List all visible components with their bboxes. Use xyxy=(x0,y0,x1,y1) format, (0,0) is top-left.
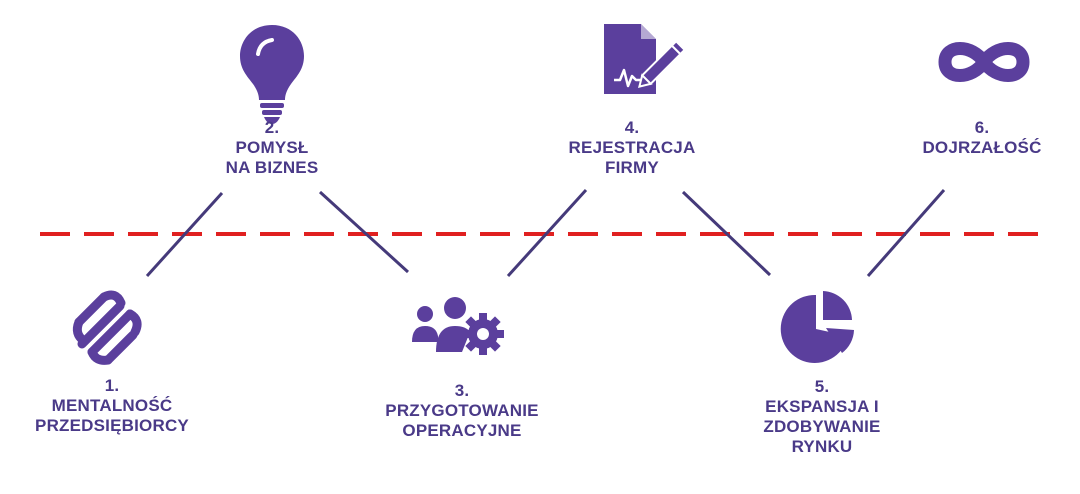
lightbulb-icon xyxy=(240,25,304,124)
step-2-line-1: POMYSŁ xyxy=(235,138,309,157)
connector-2-3 xyxy=(318,190,410,274)
step-2-line-2: NA BIZNES xyxy=(225,158,319,177)
pie-chart-icon xyxy=(780,291,854,363)
step-6-number: 6. xyxy=(974,118,990,137)
step-2-label: 2. POMYSŁ NA BIZNES xyxy=(162,118,382,178)
team-gear-icon xyxy=(412,297,504,355)
step-4-number: 4. xyxy=(624,118,640,137)
step-3-number: 3. xyxy=(454,381,470,400)
step-5-line-2: ZDOBYWANIE xyxy=(763,417,881,436)
step-3-line-1: PRZYGOTOWANIE xyxy=(385,401,539,420)
step-2-number: 2. xyxy=(264,118,280,137)
step-1-label: 1. MENTALNOŚĆ PRZEDSIĘBIORCY xyxy=(2,376,222,436)
step-4-line-2: FIRMY xyxy=(605,158,659,177)
step-3-label: 3. PRZYGOTOWANIE OPERACYJNE xyxy=(352,381,572,441)
connector-1-2 xyxy=(145,191,224,278)
signed-document-icon xyxy=(604,24,687,94)
step-1-line-1: MENTALNOŚĆ xyxy=(51,396,173,415)
step-3-line-2: OPERACYJNE xyxy=(402,421,522,440)
step-1-line-2: PRZEDSIĘBIORCY xyxy=(35,416,189,435)
step-4-line-1: REJESTRACJA xyxy=(568,138,696,157)
step-6-line-1: DOJRZAŁOŚĆ xyxy=(922,138,1042,157)
connector-5-6 xyxy=(866,189,946,277)
step-4-label: 4. REJESTRACJA FIRMY xyxy=(522,118,742,178)
step-5-line-1: EKSPANSJA I xyxy=(765,397,879,416)
step-5-number: 5. xyxy=(814,377,830,396)
squarespace-logo-icon xyxy=(72,290,142,365)
step-1-number: 1. xyxy=(104,376,120,395)
step-5-line-3: RYNKU xyxy=(791,437,853,456)
connector-3-4 xyxy=(506,188,588,278)
step-6-label: 6. DOJRZAŁOŚĆ xyxy=(872,118,1080,158)
step-5-label: 5. EKSPANSJA I ZDOBYWANIE RYNKU xyxy=(712,377,932,457)
infinity-icon xyxy=(938,42,1030,82)
connector-4-5 xyxy=(681,190,772,277)
